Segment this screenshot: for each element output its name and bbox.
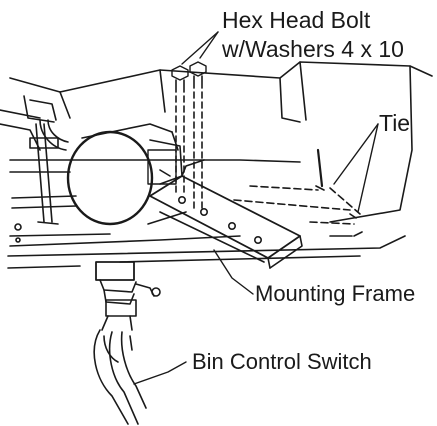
bin-control-switch-label: Bin Control Switch xyxy=(192,349,372,374)
tie-straps xyxy=(233,148,363,237)
leader-lines xyxy=(133,31,379,385)
left-bracket xyxy=(23,95,69,225)
washer-spec-label: w/Washers 4 x 10 xyxy=(222,36,404,62)
hex-head-bolts xyxy=(171,61,207,211)
mounting-frame-label: Mounting Frame xyxy=(255,281,416,306)
hex-head-bolt-label: Hex Head Bolt xyxy=(222,7,371,33)
frame-rails xyxy=(7,159,406,269)
mounting-frame-plate xyxy=(149,159,303,269)
bin-control-switch-assembly xyxy=(93,261,161,425)
tie-label: Tie xyxy=(379,110,411,136)
motor-cylinder xyxy=(66,123,187,226)
upper-housing xyxy=(0,61,433,223)
